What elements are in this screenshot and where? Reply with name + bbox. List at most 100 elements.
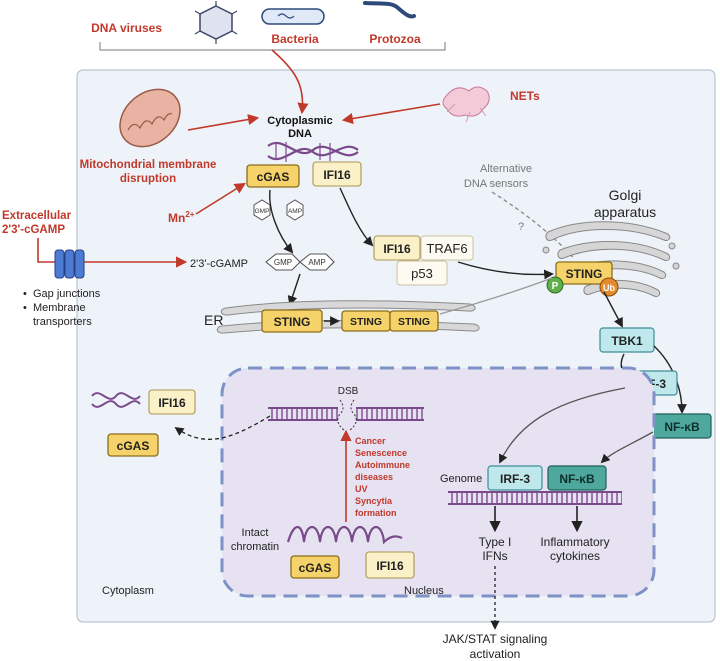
- nfkb-label: NF-κB: [664, 420, 700, 434]
- alt-sensors-arrow: [491, 191, 574, 258]
- svg-text:•: •: [23, 288, 27, 300]
- gmp-icon: GMP: [253, 199, 271, 221]
- svg-text:GMP: GMP: [274, 258, 292, 267]
- extracellular-arrow: [37, 238, 188, 268]
- cause-syncytia: Syncytia: [355, 496, 393, 506]
- cgas-box: [246, 164, 300, 188]
- ifi16-released-label: IFI16: [158, 396, 186, 410]
- label-genome: Genome: [440, 473, 482, 485]
- label-gap-junctions: Gap junctions: [33, 288, 101, 300]
- sting-to-tbk1-arrow: [603, 291, 623, 328]
- mn-arrow: [195, 182, 246, 215]
- label-nucleus: Nucleus: [404, 585, 444, 597]
- svg-text:Ub: Ub: [603, 283, 615, 293]
- label-intact-1: Intact: [242, 527, 269, 539]
- mitochondrion-icon: [119, 88, 181, 148]
- cgas-label: cGAS: [257, 170, 290, 184]
- svg-text:AMP: AMP: [308, 258, 325, 267]
- ifi16-label: IFI16: [323, 168, 351, 182]
- cgas-released-label: cGAS: [117, 439, 150, 453]
- dna-virus-icon: [194, 1, 238, 44]
- traf6-label: TRAF6: [426, 241, 467, 256]
- label-mito-1: Mitochondrial membrane: [80, 159, 217, 171]
- protozoa-icon: [363, 1, 416, 19]
- p53-box: [396, 260, 448, 286]
- tbk1-label: TBK1: [611, 334, 643, 348]
- ifi16-arrow: [339, 187, 374, 247]
- label-cytoplasmic-dna-2: DNA: [288, 128, 312, 140]
- ifi16-nuclear-label: IFI16: [376, 559, 404, 573]
- cause-cancer: Cancer: [355, 436, 386, 446]
- label-cgamp: 2'3'-cGAMP: [190, 258, 248, 270]
- label-type1-2: IFNs: [482, 549, 507, 563]
- cgamp-to-sting-arrow: [287, 273, 301, 306]
- label-inflam-1: Inflammatory: [540, 535, 609, 549]
- label-golgi-1: Golgi: [609, 187, 642, 203]
- er-to-golgi-arrow: [439, 277, 553, 315]
- sting-er-label: STING: [274, 315, 311, 329]
- ifi16-released-box: [148, 389, 196, 415]
- label-dsb: DSB: [338, 386, 359, 397]
- cgas-to-cgamp-arrow: [269, 189, 294, 254]
- sting-dimer-label-1: STING: [350, 316, 382, 328]
- cgas-nuclear-label: cGAS: [299, 561, 332, 575]
- membrane-channel-icon: [54, 249, 85, 279]
- sting-golgi-box: [555, 261, 613, 285]
- nfkb-to-nucleus-arrow: [600, 431, 654, 464]
- label-nets: NETs: [510, 89, 540, 103]
- label-type1-1: Type I: [479, 535, 512, 549]
- cause-diseases: diseases: [355, 472, 393, 482]
- label-intact-2: chromatin: [231, 541, 279, 553]
- cause-autoimmune: Autoimmune: [355, 460, 410, 470]
- label-transporters: transporters: [33, 316, 92, 328]
- label-inflam-2: cytokines: [550, 549, 600, 563]
- label-cytoplasm: Cytoplasm: [102, 585, 154, 597]
- mito-arrow: [187, 114, 260, 131]
- cgamp-molecule-icon: GMP AMP: [265, 253, 335, 271]
- ifi16-complex-box: [373, 235, 421, 261]
- tbk1-box: [599, 327, 655, 353]
- label-jakstat-1: JAK/STAT signaling: [443, 632, 548, 646]
- label-question: ?: [518, 221, 524, 233]
- pathogen-arrow: [271, 49, 309, 115]
- sting-er-box: [261, 309, 323, 333]
- label-bacteria: Bacteria: [271, 32, 319, 46]
- label-alt-sensors-2: DNA sensors: [464, 178, 529, 190]
- cgas-nuclear-box: [290, 555, 340, 579]
- label-extracellular-1: Extracellular: [2, 210, 72, 222]
- irf3-to-nucleus-arrow: [499, 387, 626, 464]
- dsb-release-arrow: [174, 415, 271, 440]
- label-mn: Mn2+: [168, 210, 195, 225]
- irf3-nuclear-box: [487, 465, 543, 491]
- nucleus-region: [220, 366, 656, 598]
- nfkb-nuclear-label: NF-κB: [559, 472, 595, 486]
- svg-text:P: P: [552, 281, 559, 292]
- svg-text:•: •: [23, 302, 27, 314]
- ubiquitin-badge: [599, 277, 619, 297]
- dsb-dna-icon: [268, 399, 424, 431]
- svg-text:AMP: AMP: [288, 208, 302, 215]
- label-jakstat-2: activation: [470, 647, 521, 661]
- released-dna-icon: [91, 392, 141, 408]
- cause-formation: formation: [355, 508, 397, 518]
- cause-uv: UV: [355, 484, 368, 494]
- genome-dna-icon: [448, 491, 622, 505]
- sting-dimer-label-2: STING: [398, 316, 430, 328]
- cause-senescence: Senescence: [355, 448, 407, 458]
- p53-label: p53: [411, 266, 433, 281]
- nfkb-nuclear-box: [547, 465, 607, 491]
- bacteria-icon: [261, 8, 325, 25]
- traf6-box: [420, 235, 474, 261]
- label-extracellular-2: 2'3'-cGAMP: [2, 224, 65, 236]
- label-mito-2: disruption: [120, 173, 176, 185]
- cgas-released-box: [107, 433, 159, 457]
- label-protozoa: Protozoa: [369, 32, 421, 46]
- ifi16-nuclear-box: [365, 551, 415, 579]
- label-membrane: Membrane: [33, 302, 86, 314]
- label-cytoplasmic-dna-1: Cytoplasmic: [267, 115, 332, 127]
- ifi16-box: [312, 161, 362, 187]
- sting-golgi-label: STING: [566, 267, 603, 281]
- nets-icon: [442, 86, 490, 123]
